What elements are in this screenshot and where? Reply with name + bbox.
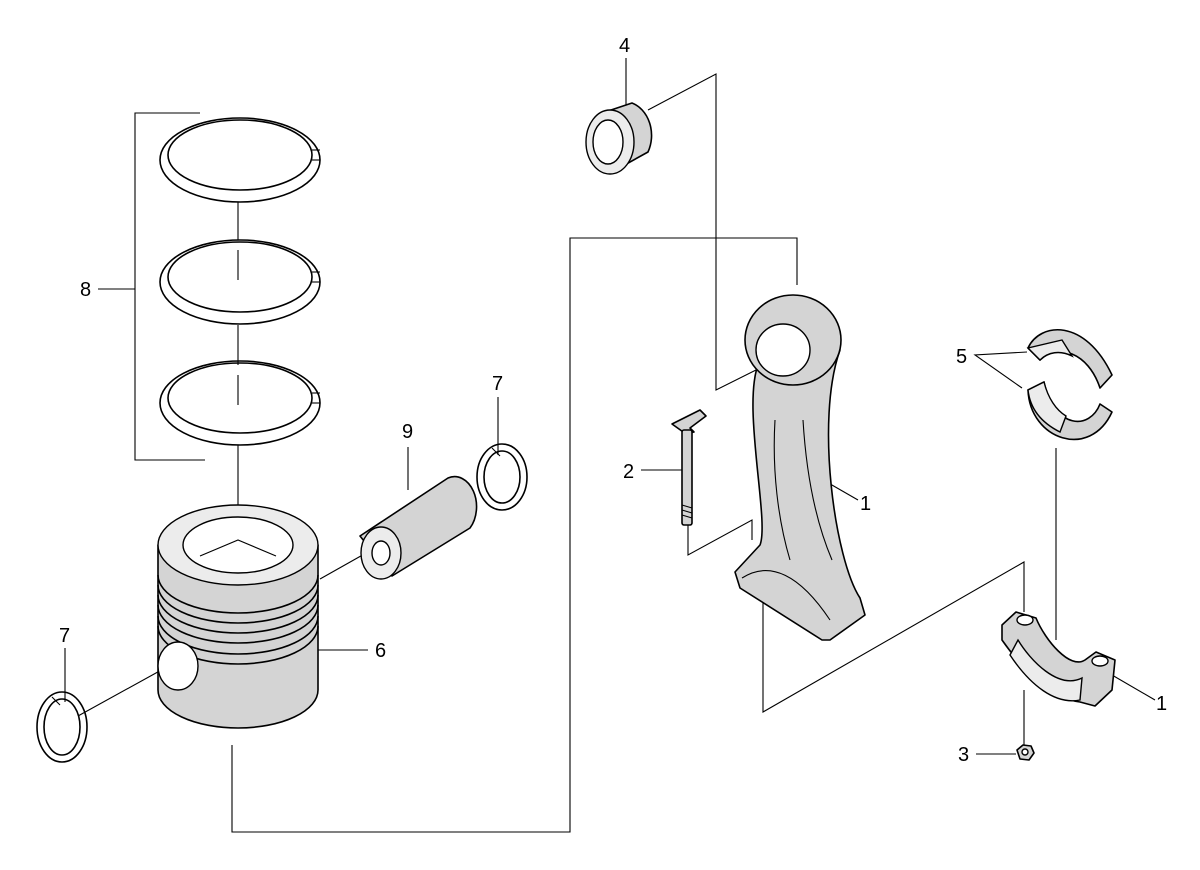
small-end-bushing: [585, 102, 653, 175]
callout-6: 6: [375, 640, 386, 662]
rod-nut: [1016, 744, 1035, 761]
callout-9: 9: [402, 421, 413, 443]
connecting-rod-bolt: [671, 409, 707, 526]
callout-7-right: 7: [492, 373, 503, 395]
piston-ring-middle: [159, 239, 321, 325]
callout-8: 8: [80, 279, 91, 301]
callout-2: 2: [623, 461, 634, 483]
snap-ring-right: [476, 443, 528, 511]
bearing-shell-lower: [1027, 380, 1113, 441]
snap-ring-left: [36, 691, 88, 763]
piston-pin: [359, 475, 478, 580]
connecting-rod-cap: [1001, 611, 1116, 707]
callout-1-cap: 1: [1156, 693, 1167, 715]
piston-ring-top: [159, 117, 321, 203]
bearing-shells: [1026, 328, 1113, 441]
callout-7-left: 7: [59, 625, 70, 647]
connecting-rod: [734, 294, 866, 641]
piston-ring-oil: [159, 360, 321, 446]
piston-rings: [159, 117, 321, 446]
callouts: 4 8 5 7 9 2 1 7 6 1 3: [59, 35, 1167, 766]
callout-4: 4: [619, 35, 630, 57]
callout-1-rod: 1: [860, 493, 871, 515]
bearing-shell-upper: [1026, 328, 1113, 389]
piston: [157, 504, 319, 729]
callout-3: 3: [958, 744, 969, 766]
callout-5: 5: [956, 346, 967, 368]
